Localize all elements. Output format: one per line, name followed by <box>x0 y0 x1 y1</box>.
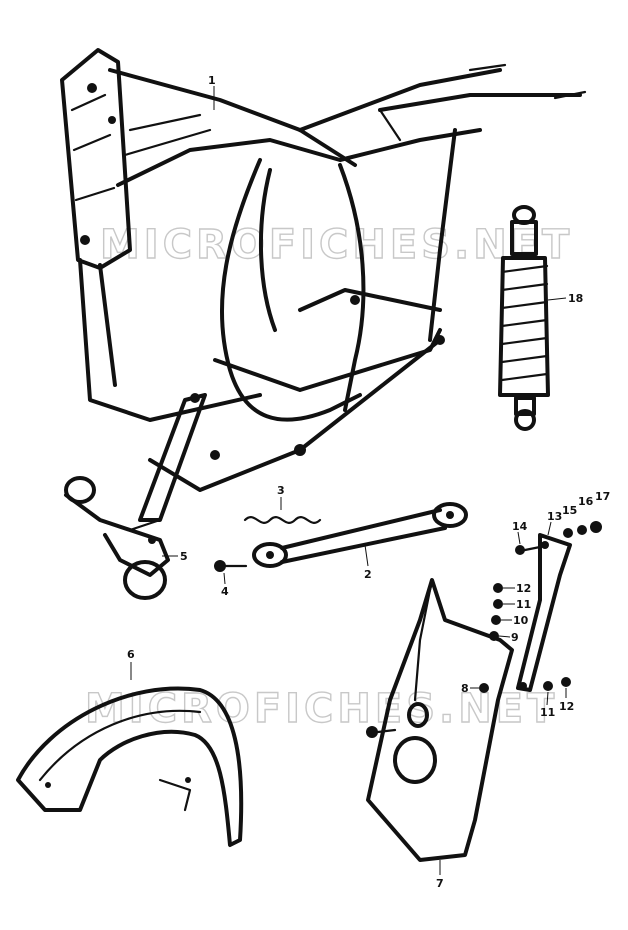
svg-text:5: 5 <box>180 550 188 563</box>
callout-10: 10 <box>501 614 529 627</box>
svg-text:13: 13 <box>547 510 562 523</box>
bolt-14 <box>515 545 542 555</box>
mounting-bracket <box>516 533 572 692</box>
shock-absorber <box>498 205 550 431</box>
leg-shield <box>366 578 514 862</box>
callout-12a: 12 <box>503 582 531 595</box>
callout-17: 17 <box>595 490 610 503</box>
steering-clamp <box>64 476 170 600</box>
svg-text:10: 10 <box>513 614 529 627</box>
callout-1: 1 <box>208 74 216 110</box>
callout-16: 16 <box>578 495 594 508</box>
bolt-4 <box>214 560 248 572</box>
callout-15: 15 <box>562 504 577 517</box>
svg-text:17: 17 <box>595 490 610 503</box>
callout-11a: 11 <box>503 598 531 611</box>
svg-text:8: 8 <box>461 682 469 695</box>
svg-text:7: 7 <box>436 877 444 890</box>
svg-text:6: 6 <box>127 648 135 661</box>
callout-11b: 11 <box>540 691 555 719</box>
callout-8: 8 <box>461 682 479 695</box>
svg-text:12: 12 <box>516 582 531 595</box>
motorcycle-frame <box>60 48 587 522</box>
svg-text:11: 11 <box>540 706 555 719</box>
svg-text:12: 12 <box>559 700 574 713</box>
callout-12b: 12 <box>559 688 574 713</box>
svg-text:15: 15 <box>562 504 577 517</box>
svg-text:14: 14 <box>512 520 528 533</box>
callout-13: 13 <box>547 510 562 536</box>
svg-text:9: 9 <box>511 631 519 644</box>
callout-4: 4 <box>221 572 229 598</box>
hardware-15-16-17 <box>563 521 602 538</box>
svg-text:4: 4 <box>221 585 229 598</box>
svg-text:16: 16 <box>578 495 594 508</box>
svg-text:3: 3 <box>277 484 285 497</box>
callout-2: 2 <box>364 544 372 581</box>
callout-9: 9 <box>498 631 519 644</box>
watermark-bottom: MICROFICHES.NET <box>85 686 558 732</box>
svg-text:18: 18 <box>568 292 583 305</box>
callout-3: 3 <box>277 484 285 510</box>
callout-6: 6 <box>127 648 135 680</box>
svg-text:1: 1 <box>208 74 216 87</box>
spring <box>243 516 322 524</box>
front-fender <box>16 686 244 847</box>
svg-text:2: 2 <box>364 568 372 581</box>
footrest-bar <box>252 502 468 568</box>
callout-14: 14 <box>512 520 528 545</box>
callout-18: 18 <box>547 292 583 305</box>
callout-7: 7 <box>436 860 444 890</box>
watermark-top: MICROFICHES.NET <box>100 222 573 268</box>
svg-text:11: 11 <box>516 598 531 611</box>
callout-5: 5 <box>162 550 188 563</box>
